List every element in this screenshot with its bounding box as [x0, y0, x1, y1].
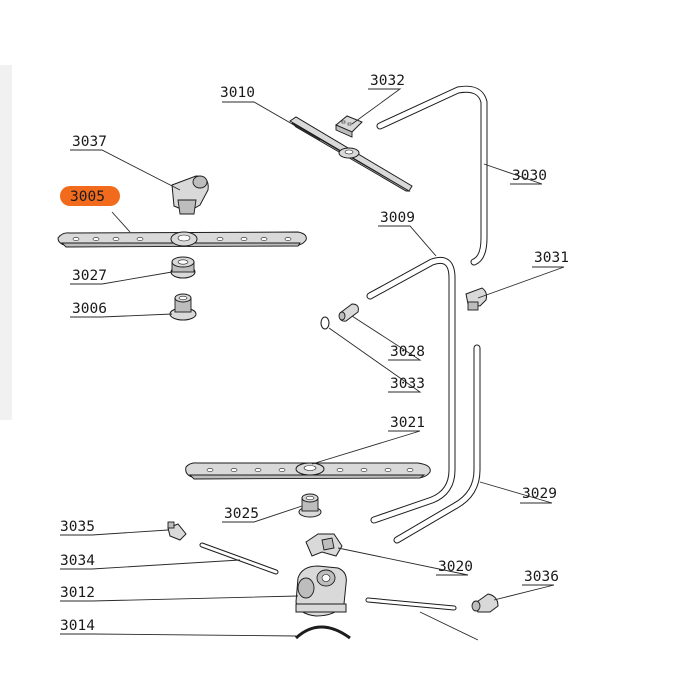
left-edge-strip: [0, 65, 12, 420]
callout-3028: 3028: [390, 344, 425, 360]
callout-3029: 3029: [522, 486, 557, 502]
callout-3033: 3033: [390, 376, 425, 392]
callout-3027: 3027: [72, 268, 107, 284]
pipe-end-nozzle[interactable]: [338, 303, 359, 322]
callout-3036: 3036: [524, 569, 559, 585]
callout-3035: 3035: [60, 519, 95, 535]
bearing-ring[interactable]: [170, 256, 196, 279]
pump-housing[interactable]: [295, 565, 347, 617]
callout-3012: 3012: [60, 585, 95, 601]
lower-arm-holes: [206, 468, 414, 472]
elbow-fitting[interactable]: [471, 593, 499, 613]
callout-3034: 3034: [60, 553, 95, 569]
vertical-feed-pipe[interactable]: [393, 344, 481, 544]
sump-gasket[interactable]: [294, 625, 351, 641]
circulation-cover[interactable]: [305, 533, 343, 557]
callout-3032: 3032: [370, 73, 405, 89]
callout-3020: 3020: [438, 559, 473, 575]
pipe-coupling[interactable]: [465, 287, 487, 311]
hose-connector[interactable]: [167, 521, 187, 541]
arm-nut[interactable]: [169, 293, 197, 321]
middle-spray-arm[interactable]: [57, 231, 307, 248]
callout-3010: 3010: [220, 85, 255, 101]
callout-3037: 3037: [72, 134, 107, 150]
middle-feed-pipe[interactable]: [366, 256, 456, 524]
callout-3031: 3031: [534, 250, 569, 266]
spray-arm-holes: [72, 237, 292, 241]
callout-3014: 3014: [60, 618, 95, 634]
callout-3006: 3006: [72, 301, 107, 317]
short-rod[interactable]: [365, 597, 457, 611]
leader-lines: [60, 88, 565, 641]
upper-feed-pipe[interactable]: [376, 85, 488, 266]
callout-3009: 3009: [380, 210, 415, 226]
lower-spray-arm[interactable]: [185, 462, 431, 480]
nozzle-housing[interactable]: [171, 175, 209, 215]
long-rod[interactable]: [199, 542, 279, 575]
callout-3025: 3025: [224, 506, 259, 522]
top-connector-clip[interactable]: [335, 115, 363, 138]
callout-3005: 3005: [70, 189, 105, 205]
highlight-badge: [60, 186, 120, 206]
o-ring-seal[interactable]: [320, 316, 330, 330]
callout-3021: 3021: [390, 415, 425, 431]
callout-3030: 3030: [512, 168, 547, 184]
upper-spray-arm[interactable]: [289, 116, 413, 192]
arm-support[interactable]: [298, 493, 322, 518]
